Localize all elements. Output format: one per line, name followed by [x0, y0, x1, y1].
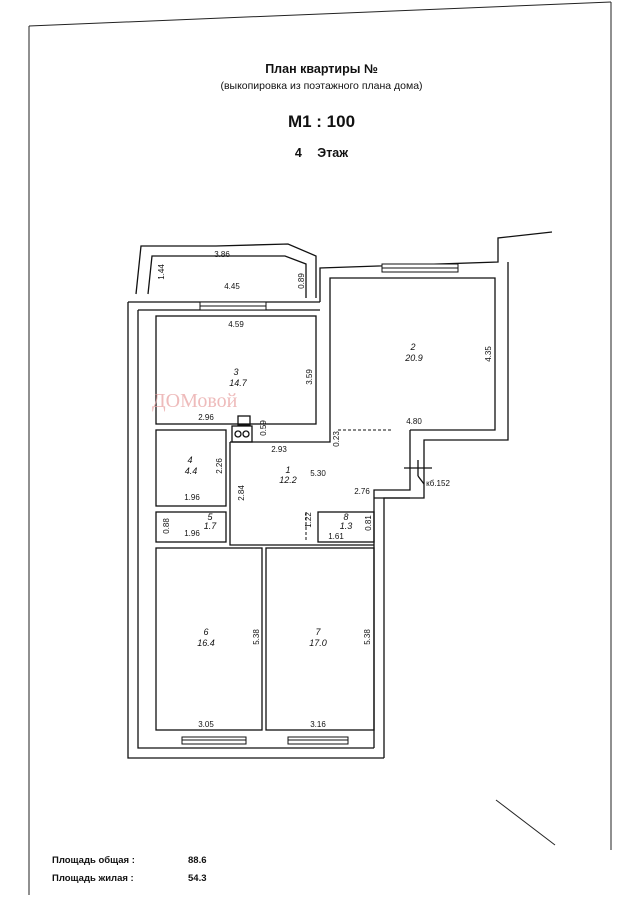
dim-r6-right: 5.38 [252, 629, 261, 645]
floor-indicator: 4 Этаж [0, 146, 643, 160]
room-7-area: 17.0 [309, 638, 327, 648]
living-area-value: 54.3 [188, 872, 207, 884]
room-8-area: 1.3 [340, 521, 353, 531]
windows [181, 263, 459, 745]
dim-r1-n1: 0.59 [259, 420, 268, 436]
living-area-label: Площадь жилая : [52, 872, 134, 884]
dim-r4-bottom: 1.96 [184, 493, 200, 502]
dim-balcony-left: 1.44 [157, 264, 166, 280]
room-4-number: 4 [187, 455, 192, 465]
room-4-area: 4.4 [185, 466, 198, 476]
dim-r5-left: 0.88 [162, 518, 171, 534]
total-area-row: Площадь общая : 88.6 [52, 851, 207, 869]
room-1-area: 12.2 [279, 475, 297, 485]
room-3-area: 14.7 [229, 378, 248, 388]
dim-r7-bottom: 3.16 [310, 720, 326, 729]
sheet-border [28, 1, 612, 895]
dim-r7-right: 5.38 [363, 629, 372, 645]
floor-label: Этаж [317, 146, 349, 160]
room-2-area: 20.9 [404, 353, 423, 363]
dim-r1-top: 2.93 [271, 445, 287, 454]
dim-balcony-bottom: 4.45 [224, 282, 240, 291]
plan-title: План квартиры № [265, 62, 378, 76]
room-5-area: 1.7 [204, 521, 218, 531]
room-5-number: 5 [207, 512, 213, 522]
dim-r8-bottom: 1.61 [328, 532, 344, 541]
dim-r1-right: 5.30 [310, 469, 326, 478]
dim-r1-step: 1.22 [304, 512, 313, 528]
dim-r6-bottom: 3.05 [198, 720, 214, 729]
room-6-number: 6 [203, 627, 208, 637]
room-7-number: 7 [315, 627, 321, 637]
watermark-logo: ДОМовой [152, 390, 238, 412]
vent-label: кб.152 [426, 479, 450, 488]
dim-balcony-right: 0.89 [297, 273, 306, 289]
dim-r1-left: 2.84 [237, 485, 246, 501]
room-6-area: 16.4 [197, 638, 215, 648]
dim-r1-bottom: 2.76 [354, 487, 370, 496]
total-area-value: 88.6 [188, 854, 207, 866]
total-area-label: Площадь общая : [52, 854, 135, 866]
floor-number: 4 [294, 146, 302, 160]
plan-scale: М1 : 100 [287, 112, 356, 131]
living-area-row: Площадь жилая : 54.3 [52, 869, 207, 887]
dim-r1-n2: 0.23 [332, 431, 341, 447]
walls [127, 231, 553, 759]
dim-r3-right: 3.59 [305, 369, 314, 385]
dim-r8-right: 0.81 [364, 515, 373, 531]
doors [225, 429, 392, 546]
dim-r3-top: 4.59 [228, 320, 244, 329]
room-8-number: 8 [343, 512, 348, 522]
room-labels: 3 14.7 2 20.9 4 4.4 1 12.2 5 1.7 8 1.3 6… [185, 342, 423, 648]
room-2-number: 2 [409, 342, 415, 352]
room-1-number: 1 [285, 465, 290, 475]
area-summary: Площадь общая : 88.6 Площадь жилая : 54.… [52, 851, 207, 887]
room-3-number: 3 [233, 367, 238, 377]
plan-subtitle: (выкопировка из поэтажного плана дома) [220, 80, 423, 92]
dim-r2-bottom: 4.80 [406, 417, 422, 426]
dim-r3-bottom: 2.96 [198, 413, 214, 422]
plan-header: План квартиры № (выкопировка из поэтажно… [0, 62, 643, 160]
dim-balcony-top: 3.86 [214, 250, 230, 259]
dim-r5-bottom: 1.96 [184, 529, 200, 538]
dim-r4-right: 2.26 [215, 458, 224, 474]
dim-r2-right: 4.35 [484, 346, 493, 362]
dimension-labels: 3.86 4.45 1.44 0.89 4.59 3.59 2.96 4.35 … [157, 250, 493, 729]
